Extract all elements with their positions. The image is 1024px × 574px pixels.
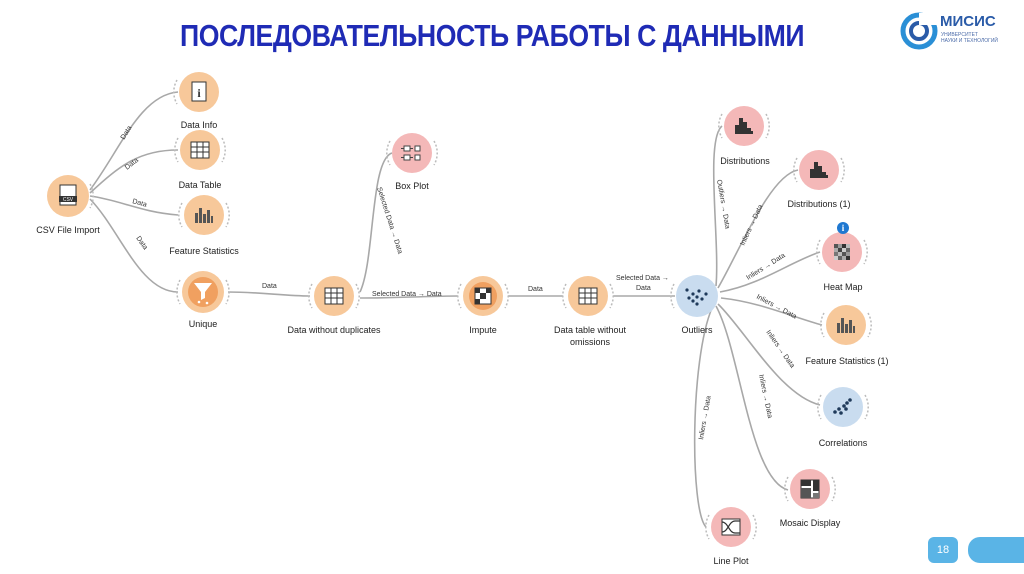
line-plot-icon (721, 518, 741, 536)
edge-csv-featstats (89, 195, 179, 216)
histogram-icon (810, 162, 828, 178)
edge-outliers-lineplot (693, 307, 713, 528)
edge-label-selected-data: Selected Data → Data (375, 186, 403, 255)
edge-outliers-featstats1 (720, 297, 823, 326)
node-label: Feature Statistics (1) (805, 356, 888, 366)
table-icon (190, 141, 210, 159)
edge-csv-datatable (89, 149, 179, 194)
table-icon (324, 287, 344, 305)
page-number: 18 (928, 537, 958, 563)
info-icon: i (191, 81, 207, 102)
scatter-icon (685, 288, 708, 306)
node-label: Data table without (554, 325, 627, 335)
node-label: Impute (469, 325, 497, 335)
edge-outliers-distributions1 (717, 169, 799, 289)
bar-chart-icon (837, 318, 855, 333)
edge-label-data: Data (262, 283, 277, 290)
edge-csv-unique (89, 198, 179, 293)
edge-unique-nodup (227, 291, 311, 297)
edge-outliers-mosaic (715, 305, 789, 491)
node-label: Mosaic Display (780, 518, 841, 528)
node-label: Data Table (179, 180, 222, 190)
misis-logo (900, 12, 938, 50)
node-label: Heat Map (823, 282, 862, 292)
edge-label-data: Data (131, 198, 147, 209)
logo-name: МИСИС (940, 13, 996, 30)
node-csv-file-import[interactable]: CSV (47, 175, 94, 217)
logo-subtitle: УНИВЕРСИТЕТ НАУКИ И ТЕХНОЛОГИЙ (941, 32, 999, 44)
edge-label-data: Data (124, 157, 140, 172)
edge-label-inliers: Inliers → Data (764, 329, 795, 369)
edge-label-inliers: Inliers → Data (698, 395, 713, 440)
edge-nodup-impute (359, 295, 459, 299)
node-label: CSV File Import (36, 225, 100, 235)
edge-label-inliers: Inliers → Data (757, 374, 773, 419)
funnel-icon (194, 283, 212, 305)
node-label: omissions (570, 337, 611, 347)
node-impute[interactable] (457, 276, 509, 316)
workflow-edges (89, 91, 823, 528)
node-line-plot[interactable] (705, 507, 757, 547)
bar-chart-icon (195, 208, 213, 223)
node-label: Box Plot (395, 181, 429, 191)
impute-icon (474, 287, 492, 305)
edge-label-data: Data (134, 235, 148, 251)
page-decoration-bar (968, 537, 1024, 563)
box-plot-icon (401, 145, 421, 161)
info-badge[interactable]: i (837, 222, 849, 234)
scatter-icon (833, 398, 852, 415)
info-badge-label: i (842, 223, 845, 233)
node-distributions-1[interactable] (793, 150, 845, 190)
edge-nodup-boxplot (359, 152, 393, 293)
page-title: ПОСЛЕДОВАТЕЛЬНОСТЬ РАБОТЫ С ДАННЫМИ (180, 18, 805, 53)
node-label: Distributions (720, 156, 770, 166)
csv-file-icon: CSV (59, 184, 77, 206)
edge-label-selected-data: Selected Data → Data (372, 291, 442, 298)
edge-csv-datainfo (89, 91, 179, 191)
node-data-info[interactable]: i (173, 72, 219, 112)
node-outliers[interactable] (670, 275, 718, 317)
node-data-table[interactable] (174, 130, 226, 170)
table-icon (578, 287, 598, 305)
edge-label-selected-data: Selected Data → (616, 275, 669, 282)
histogram-icon (735, 118, 753, 134)
node-feature-statistics-1[interactable] (820, 305, 872, 345)
node-correlations[interactable] (817, 387, 869, 427)
edge-outliers-distributions (712, 125, 723, 287)
edge-outliers-correlations (717, 303, 821, 406)
edge-label-inliers: Inliers → Data (739, 204, 764, 247)
node-label: Feature Statistics (169, 246, 239, 256)
node-data-table-without-omissions[interactable] (562, 276, 614, 316)
node-distributions[interactable] (718, 106, 770, 146)
node-label: Outliers (681, 325, 713, 335)
node-label: Line Plot (713, 556, 749, 566)
node-box-plot[interactable] (386, 133, 438, 173)
node-label: Distributions (1) (787, 199, 850, 209)
node-label: Unique (189, 319, 218, 329)
svg-text:CSV: CSV (63, 197, 74, 203)
mosaic-icon (800, 479, 820, 499)
heatmap-icon (834, 244, 850, 260)
edge-outliers-heatmap (719, 251, 821, 293)
svg-text:i: i (197, 86, 201, 100)
edge-label-selected-data: Data (636, 285, 651, 292)
node-label: Data without duplicates (287, 325, 381, 335)
node-heat-map[interactable] (816, 232, 868, 272)
node-unique[interactable] (176, 271, 230, 313)
node-data-without-duplicates[interactable] (308, 276, 360, 316)
edge-label-inliers: Inliers → Data (755, 294, 798, 321)
node-label: Correlations (819, 438, 868, 448)
node-feature-statistics[interactable] (178, 195, 230, 235)
edge-label-outliers: Outliers → Data (715, 179, 731, 229)
node-label: Data Info (181, 120, 218, 130)
node-mosaic-display[interactable] (784, 469, 836, 509)
edge-label-data: Data (528, 286, 543, 293)
